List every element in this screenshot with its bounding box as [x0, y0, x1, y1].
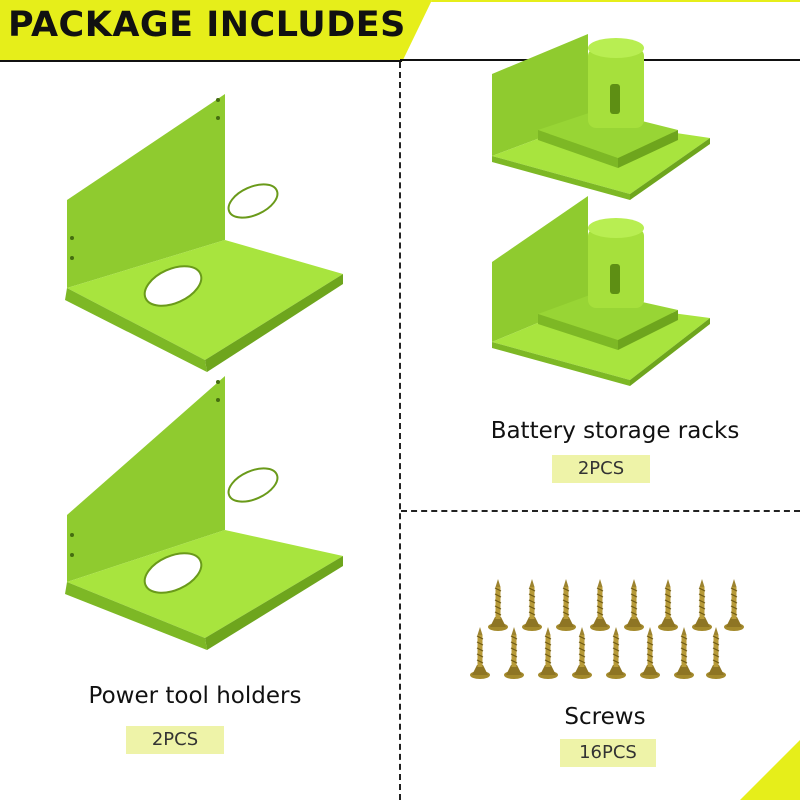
header-banner — [0, 0, 800, 62]
corner-accent — [740, 740, 800, 800]
page-title: PACKAGE INCLUDES — [8, 5, 406, 45]
screws-qty-badge: 16PCS — [560, 739, 656, 767]
vertical-divider — [399, 62, 401, 800]
battery-rack-image — [492, 34, 710, 200]
battery-rack-image — [492, 196, 710, 386]
power-tool-holder-image — [65, 376, 343, 650]
screws-label: Screws — [564, 704, 646, 730]
power-tool-holder-image — [65, 94, 343, 372]
power-tool-holders-qty-badge: 2PCS — [126, 726, 224, 754]
battery-racks-label: Battery storage racks — [490, 418, 740, 444]
horizontal-divider — [401, 510, 800, 512]
screws-image — [469, 578, 745, 680]
power-tool-holders-label: Power tool holders — [88, 683, 302, 709]
battery-racks-qty-badge: 2PCS — [552, 455, 650, 483]
